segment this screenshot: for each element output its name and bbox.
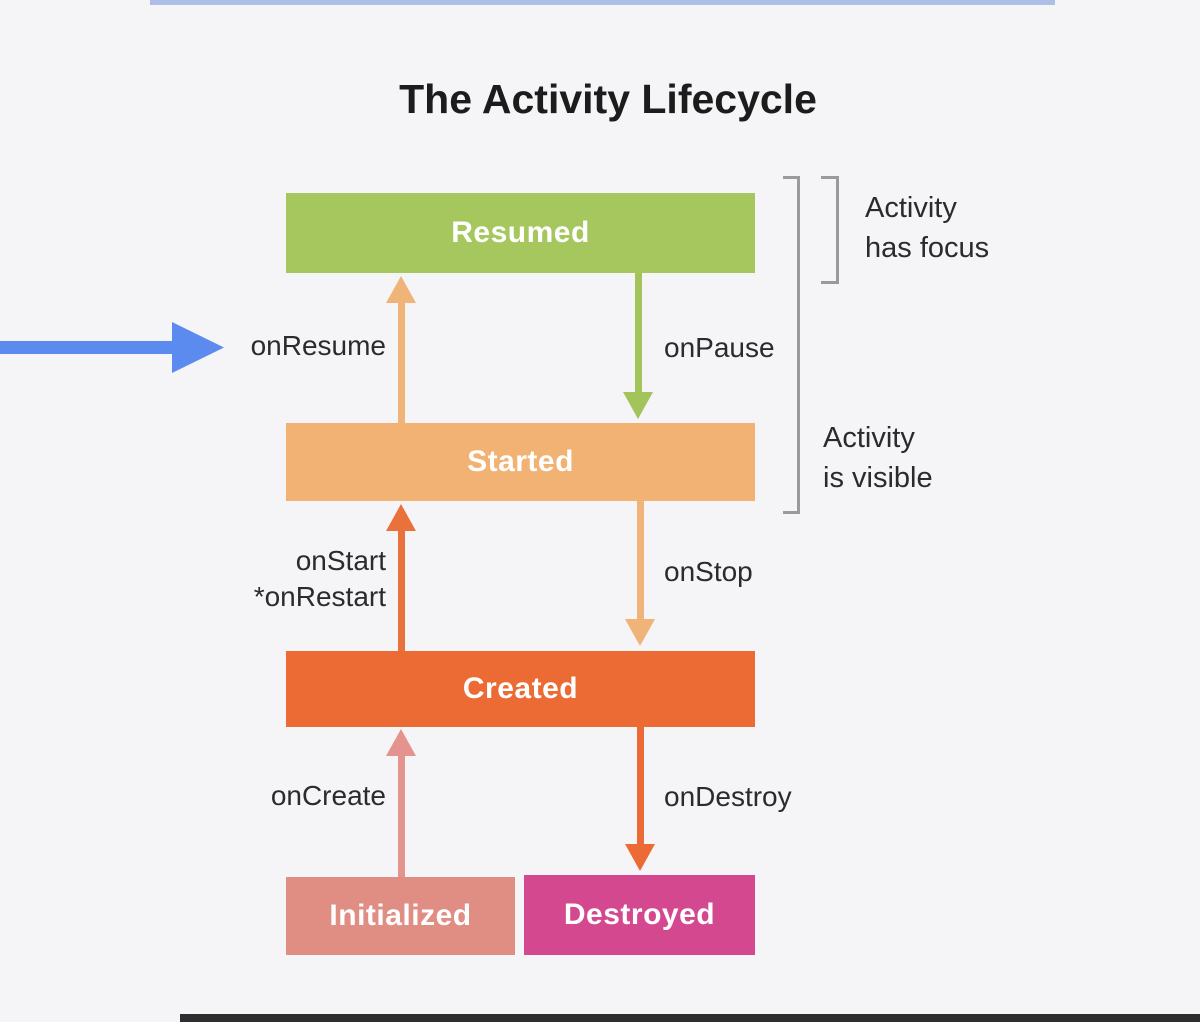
bottom-divider <box>180 1014 1200 1022</box>
on-create-arrow-shaft <box>398 753 405 877</box>
bracket-activity-has-focus <box>821 176 839 284</box>
state-label-started: Started <box>467 445 574 478</box>
annotation-activity-is-visible: Activity is visible <box>823 418 933 498</box>
state-label-initialized: Initialized <box>329 899 472 932</box>
pointer-arrow-shaft <box>0 341 174 354</box>
on-stop-arrow-shaft <box>637 501 644 622</box>
on-stop-arrowhead-down-icon <box>625 619 655 646</box>
state-box-destroyed: Destroyed <box>524 875 755 955</box>
transition-label-on-restart-line2: *onRestart <box>253 581 386 612</box>
state-label-resumed: Resumed <box>451 216 590 249</box>
on-pause-arrowhead-down-icon <box>623 392 653 419</box>
bracket-activity-is-visible <box>783 176 800 514</box>
state-box-initialized: Initialized <box>286 877 515 955</box>
on-start-arrow-shaft <box>398 528 405 651</box>
annotation-line: Activity <box>823 422 915 454</box>
state-box-resumed: Resumed <box>286 193 755 273</box>
state-label-created: Created <box>462 672 579 705</box>
state-box-created: Created <box>286 651 755 727</box>
transition-label-on-resume: onResume <box>250 330 386 361</box>
state-label-destroyed: Destroyed <box>563 898 716 931</box>
annotation-line: Activity <box>865 192 957 224</box>
transition-label-on-start-line1: onStart <box>295 545 386 576</box>
on-destroy-arrowhead-down-icon <box>625 844 655 871</box>
annotation-line: is visible <box>823 462 933 494</box>
on-destroy-arrow-shaft <box>637 726 644 847</box>
state-box-started: Started <box>286 423 755 501</box>
top-divider <box>150 0 1055 5</box>
on-resume-arrow-shaft <box>398 300 405 424</box>
page-title: The Activity Lifecycle <box>399 76 817 122</box>
transition-label-on-create: onCreate <box>270 780 386 811</box>
transition-label-on-stop: onStop <box>664 556 753 587</box>
annotation-line: has focus <box>865 232 990 264</box>
transition-label-on-destroy: onDestroy <box>664 781 792 812</box>
on-create-arrowhead-up-icon <box>386 729 416 756</box>
transition-label-on-pause: onPause <box>664 332 775 363</box>
on-resume-arrowhead-up-icon <box>386 276 416 303</box>
annotation-activity-has-focus: Activity has focus <box>865 188 989 268</box>
on-pause-arrow-shaft <box>635 273 642 395</box>
transition-label-on-start: onStart *onRestart <box>146 543 386 615</box>
on-start-arrowhead-up-icon <box>386 504 416 531</box>
